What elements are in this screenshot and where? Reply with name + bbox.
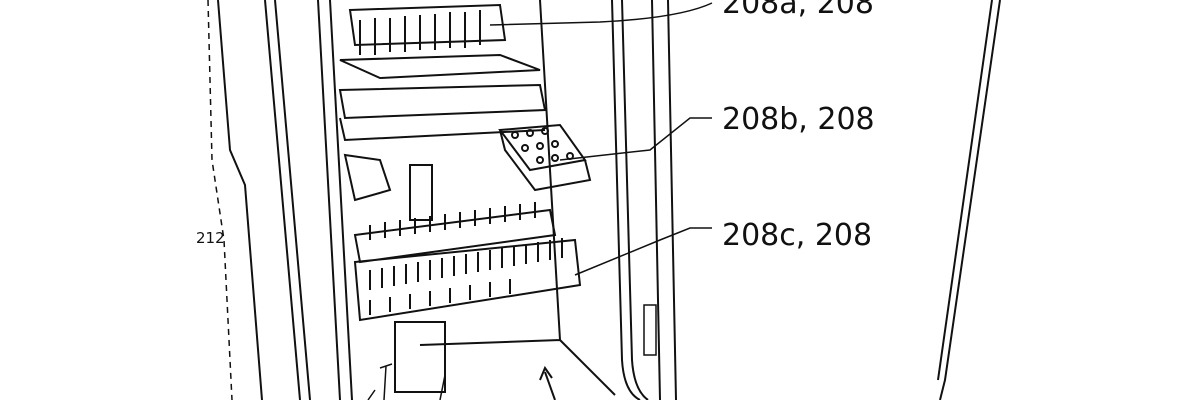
- label-212: 212: [196, 229, 225, 247]
- leader-208a: [489, 2, 713, 26]
- leader-208c: [574, 227, 712, 276]
- hinge: [643, 304, 657, 356]
- cabinet-body-outline: [217, 0, 263, 400]
- cabinet-front-edge: [264, 0, 301, 400]
- cabinet-frame-right: [611, 0, 677, 400]
- dashed-side-line: [207, 0, 233, 400]
- shelf-208c: [353, 202, 582, 393]
- back-wall: [419, 0, 616, 396]
- shelf-208b: [343, 123, 592, 221]
- door-outline: [937, 0, 1001, 400]
- label-208b: 208b, 208: [722, 102, 875, 137]
- shelf-208a: [338, 3, 547, 142]
- label-208a: 208a, 208: [722, 0, 874, 21]
- arrow-up-icon: [539, 365, 556, 400]
- label-208c: 208c, 208: [722, 218, 873, 253]
- tick-marks: [367, 363, 446, 400]
- cabinet-frame-inner: [274, 0, 353, 400]
- leader-208b: [559, 117, 712, 161]
